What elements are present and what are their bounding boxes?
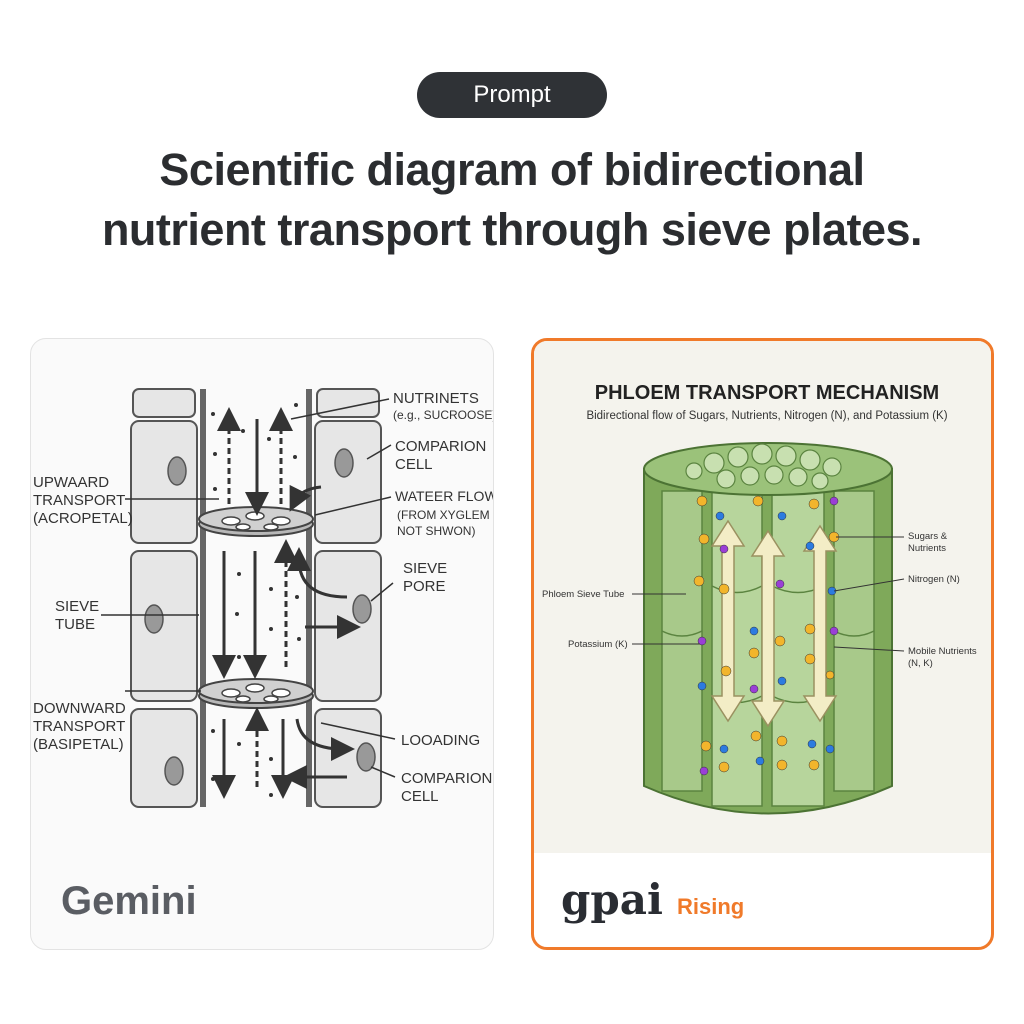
left-cell-column xyxy=(130,388,198,808)
label-upward-3: (ACROPETAL) xyxy=(33,510,133,527)
label-downward-3: (BASIPETAL) xyxy=(33,736,124,753)
label-phloem-sieve-tube: Phloem Sieve Tube xyxy=(542,589,624,600)
gemini-result-card[interactable]: NUTRINETS (e.g., SUCROOSE) COMPARION CEL… xyxy=(30,338,494,950)
right-cell-nuclei xyxy=(334,448,376,772)
label-nitrogen: Nitrogen (N) xyxy=(908,574,960,585)
gpai-labels: Sugars & Nutrients Nitrogen (N) Phloem S… xyxy=(542,531,977,669)
prompt-title: Scientific diagram of bidirectional nutr… xyxy=(40,140,984,260)
sieve-tube-walls xyxy=(200,389,312,807)
label-upward-2: TRANSPORT xyxy=(33,492,125,509)
gemini-labels: NUTRINETS (e.g., SUCROOSE) COMPARION CEL… xyxy=(33,390,494,805)
label-sieve-tube-1: SIEVE xyxy=(55,598,99,615)
prompt-pill: Prompt xyxy=(417,72,607,118)
label-loading: LOOADING xyxy=(401,732,480,749)
model-name-gpai: gpai xyxy=(561,875,663,924)
nutrient-dots xyxy=(211,403,301,797)
nutrient-particles xyxy=(693,495,840,776)
label-downward-1: DOWNWARD xyxy=(33,700,126,717)
label-mobile-2: (N, K) xyxy=(908,658,933,669)
leader-lines xyxy=(101,398,396,778)
prompt-title-line-2: nutrient transport through sieve plates. xyxy=(101,204,923,255)
label-companion-bottom-1: COMPARION xyxy=(401,770,492,787)
label-sugars-2: Nutrients xyxy=(908,543,946,554)
label-water-1: WATEER FLOW xyxy=(395,488,494,504)
label-sugars-1: Sugars & xyxy=(908,531,948,542)
sieve-plate-top xyxy=(198,506,314,537)
label-sieve-pore-2: PORE xyxy=(403,578,446,595)
label-sieve-tube-2: TUBE xyxy=(55,616,95,633)
label-nutrients: NUTRINETS xyxy=(393,390,479,407)
gpai-leader-lines xyxy=(632,536,905,652)
label-companion-top-1: COMPARION xyxy=(395,438,486,455)
diagram-subtitle: Bidirectional flow of Sugars, Nutrients,… xyxy=(586,410,947,422)
prompt-title-line-1: Scientific diagram of bidirectional xyxy=(159,144,865,195)
label-potassium: Potassium (K) xyxy=(568,639,628,650)
label-water-3: NOT SHWON) xyxy=(397,524,475,538)
label-downward-2: TRANSPORT xyxy=(33,718,125,735)
label-upward-1: UPWAARD xyxy=(33,474,109,491)
left-cell-nuclei xyxy=(144,456,187,786)
label-nutrients-eg: (e.g., SUCROOSE) xyxy=(393,408,494,422)
label-water-2: (FROM XYGLEM - xyxy=(397,508,494,522)
sieve-plate-bottom xyxy=(198,678,314,709)
prompt-label: Prompt xyxy=(473,81,551,108)
gemini-diagram: NUTRINETS (e.g., SUCROOSE) COMPARION CEL… xyxy=(33,388,494,808)
label-sieve-pore-1: SIEVE xyxy=(403,560,447,577)
label-companion-bottom-2: CELL xyxy=(401,788,439,805)
label-companion-top-2: CELL xyxy=(395,456,433,473)
model-name-gemini: Gemini xyxy=(61,879,197,923)
diagram-title: PHLOEM TRANSPORT MECHANISM xyxy=(595,382,939,404)
rising-badge: Rising xyxy=(677,894,745,919)
label-mobile-1: Mobile Nutrients xyxy=(908,646,977,657)
bidirectional-arrows xyxy=(710,519,838,728)
gpai-diagram: PHLOEM TRANSPORT MECHANISM Bidirectional… xyxy=(534,341,991,853)
transport-arrows xyxy=(212,407,361,799)
gpai-result-card[interactable]: PHLOEM TRANSPORT MECHANISM Bidirectional… xyxy=(531,338,994,950)
